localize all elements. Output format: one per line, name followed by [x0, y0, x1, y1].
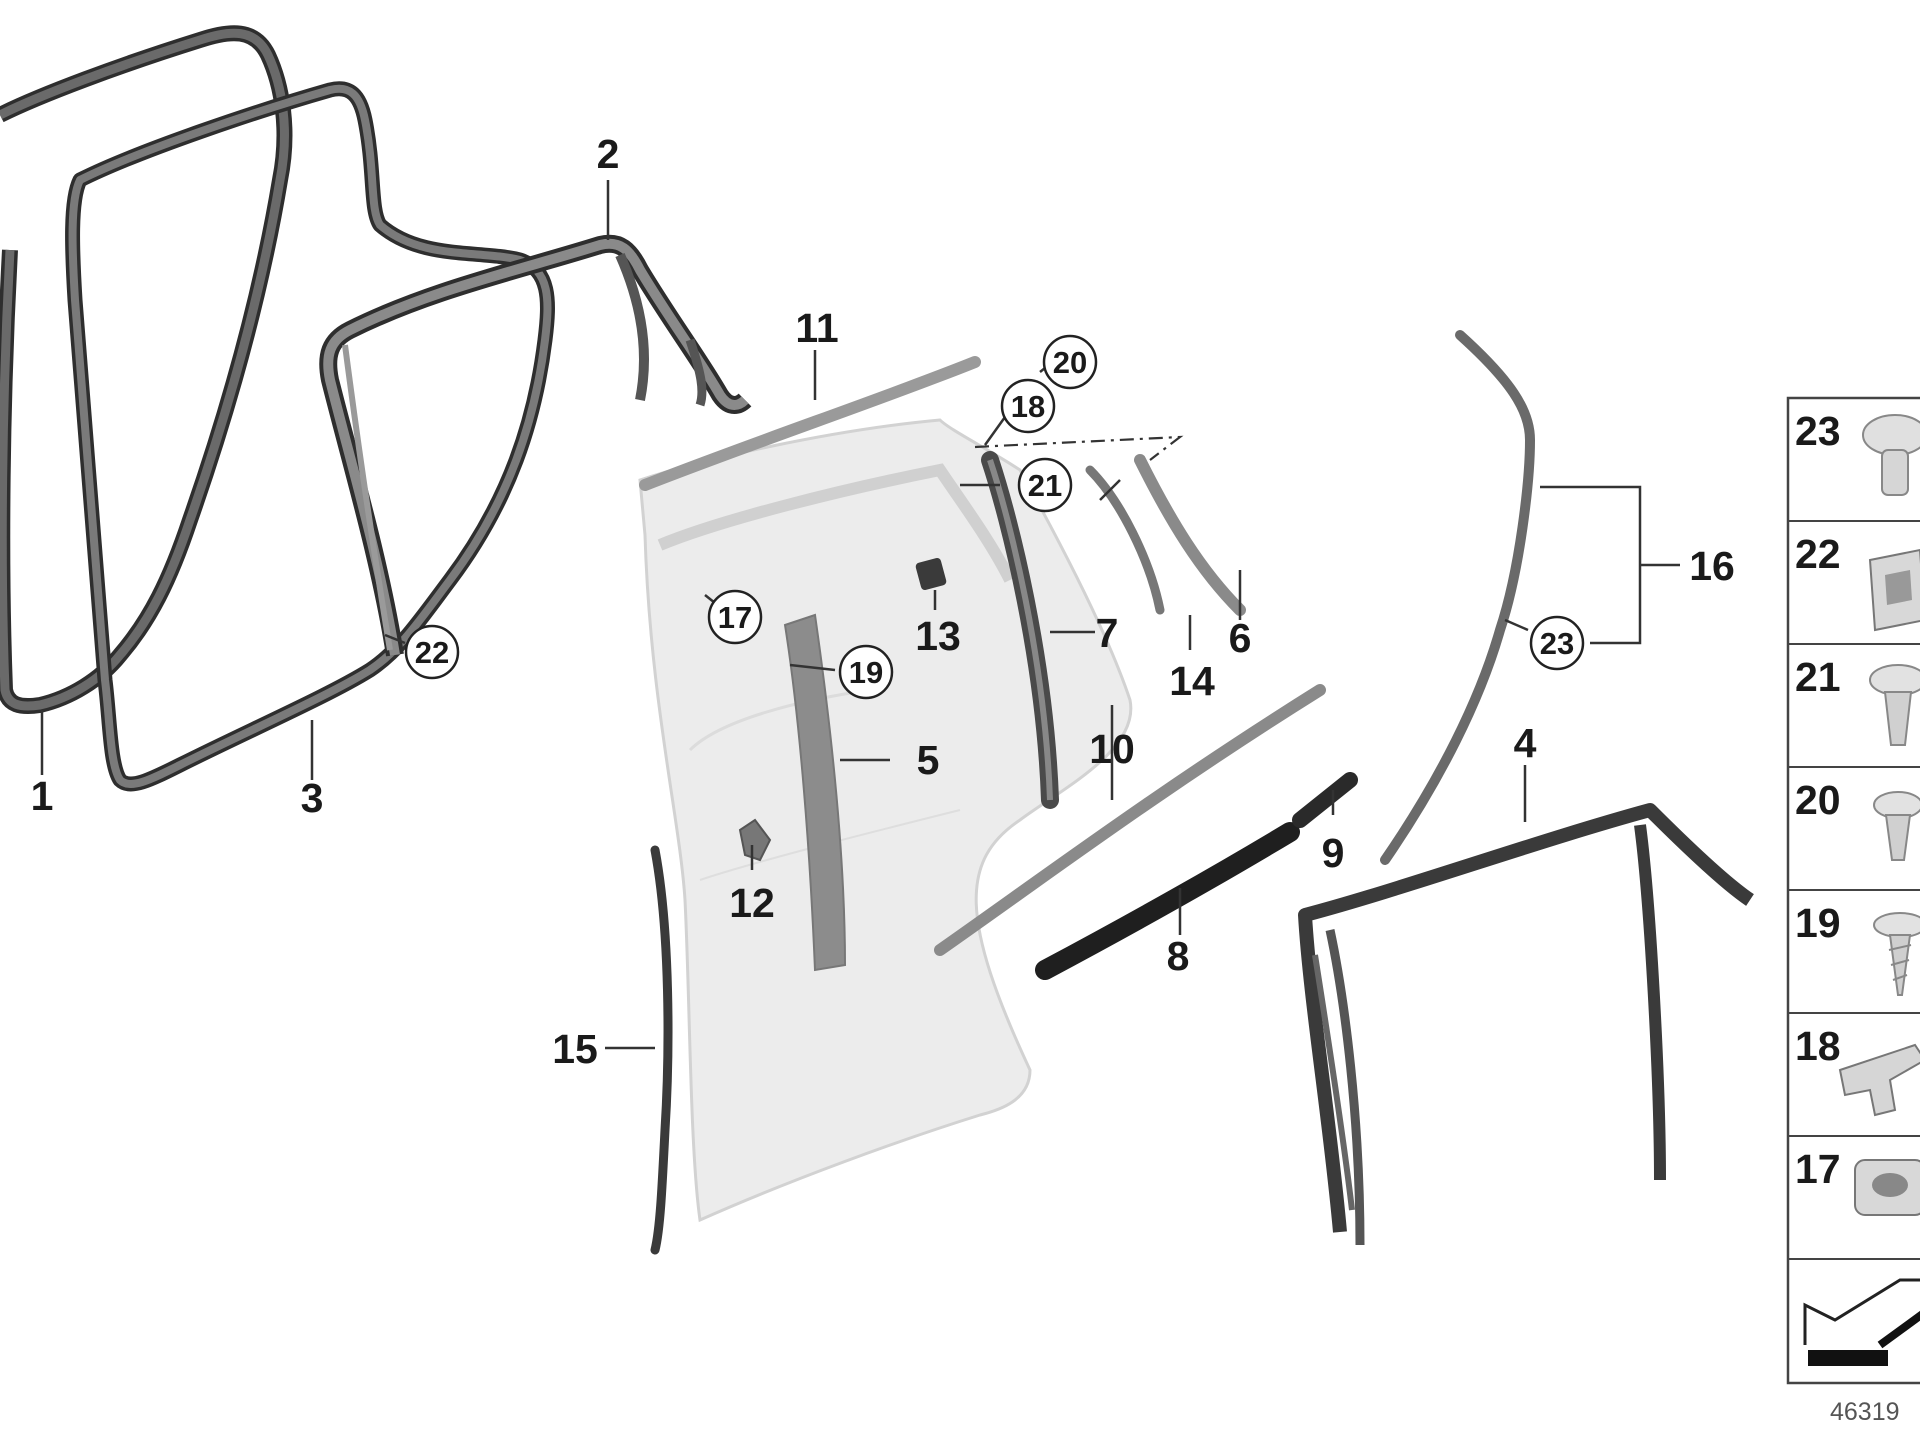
- callout-6: 6: [1229, 615, 1252, 661]
- callout-7: 7: [1096, 610, 1119, 656]
- parts-panel: 23 22 21 20 19: [1786, 396, 1920, 1385]
- circled-callout-20: 20: [1042, 334, 1098, 390]
- callout-labels: 1 2 3 4 5 6 7 8 9 10 11 12 13 14 15 16: [31, 131, 1735, 1072]
- part-2-window-frame-seal: [319, 234, 752, 657]
- part-11-upper-trim: [639, 356, 981, 491]
- callout-5: 5: [917, 737, 940, 783]
- arrow-icon: [1803, 1278, 1920, 1366]
- svg-text:23: 23: [1540, 626, 1574, 661]
- svg-text:19: 19: [1795, 900, 1841, 946]
- svg-text:22: 22: [1795, 531, 1841, 577]
- part-10-belt-trim: [934, 684, 1326, 956]
- callout-4: 4: [1514, 720, 1537, 766]
- panel-cell-21: 21: [1795, 654, 1920, 746]
- circled-callout-22: 22: [404, 624, 460, 680]
- svg-text:18: 18: [1795, 1023, 1841, 1069]
- door-panel: [638, 418, 1133, 1223]
- svg-text:21: 21: [1795, 654, 1841, 700]
- circled-callout-19: 19: [838, 644, 894, 700]
- part-14-trim-strip: [1085, 465, 1165, 615]
- panel-cell-22: 22: [1795, 531, 1920, 632]
- part-3-door-seal: [65, 81, 555, 792]
- callout-15: 15: [552, 1026, 598, 1072]
- circled-callout-23: 23: [1529, 615, 1585, 671]
- panel-cell-23: 23: [1795, 408, 1920, 496]
- svg-text:21: 21: [1028, 468, 1062, 503]
- part-6-corner-trim: [1134, 454, 1246, 616]
- svg-text:19: 19: [849, 655, 883, 690]
- part-5-pillar-trim: [783, 613, 847, 972]
- svg-text:20: 20: [1053, 345, 1087, 380]
- callout-12: 12: [729, 880, 775, 926]
- leader-lines: [40, 180, 1680, 1050]
- svg-text:22: 22: [415, 635, 449, 670]
- circled-callout-21: 21: [1017, 457, 1073, 513]
- part-1-door-seal: [0, 25, 293, 715]
- panel-cell-17: 17: [1795, 1146, 1920, 1216]
- svg-text:20: 20: [1795, 777, 1841, 823]
- callout-2: 2: [597, 131, 620, 177]
- callout-3: 3: [301, 775, 324, 821]
- callout-10: 10: [1089, 726, 1135, 772]
- svg-text:23: 23: [1795, 408, 1841, 454]
- callout-9: 9: [1322, 830, 1345, 876]
- callout-14: 14: [1169, 658, 1215, 704]
- part-9-short-seal: [1292, 772, 1358, 828]
- part-15-vertical-seal: [650, 845, 673, 1255]
- svg-text:18: 18: [1011, 389, 1045, 424]
- part-12-latch: [738, 818, 772, 862]
- callout-13: 13: [915, 613, 961, 659]
- panel-cell-19: 19: [1795, 900, 1920, 996]
- svg-text:17: 17: [718, 600, 752, 635]
- document-number: 46319: [1830, 1398, 1900, 1426]
- panel-cell-18: 18: [1795, 1023, 1920, 1117]
- callout-8: 8: [1167, 933, 1190, 979]
- part-16-curved-seal: [1380, 330, 1536, 865]
- circled-callouts: 17 18 19 20 21 22 23: [404, 334, 1585, 700]
- callout-16: 16: [1689, 543, 1735, 589]
- svg-text:17: 17: [1795, 1146, 1841, 1192]
- part-8-belt-seal: [1035, 822, 1300, 980]
- part-4-window-frame: [1298, 803, 1754, 1246]
- circled-callout-17: 17: [707, 589, 763, 645]
- circled-callout-18: 18: [1000, 378, 1056, 434]
- part-13-cap: [915, 558, 947, 590]
- callout-1: 1: [31, 773, 54, 819]
- callout-11: 11: [795, 305, 838, 351]
- panel-cell-20: 20: [1795, 777, 1920, 861]
